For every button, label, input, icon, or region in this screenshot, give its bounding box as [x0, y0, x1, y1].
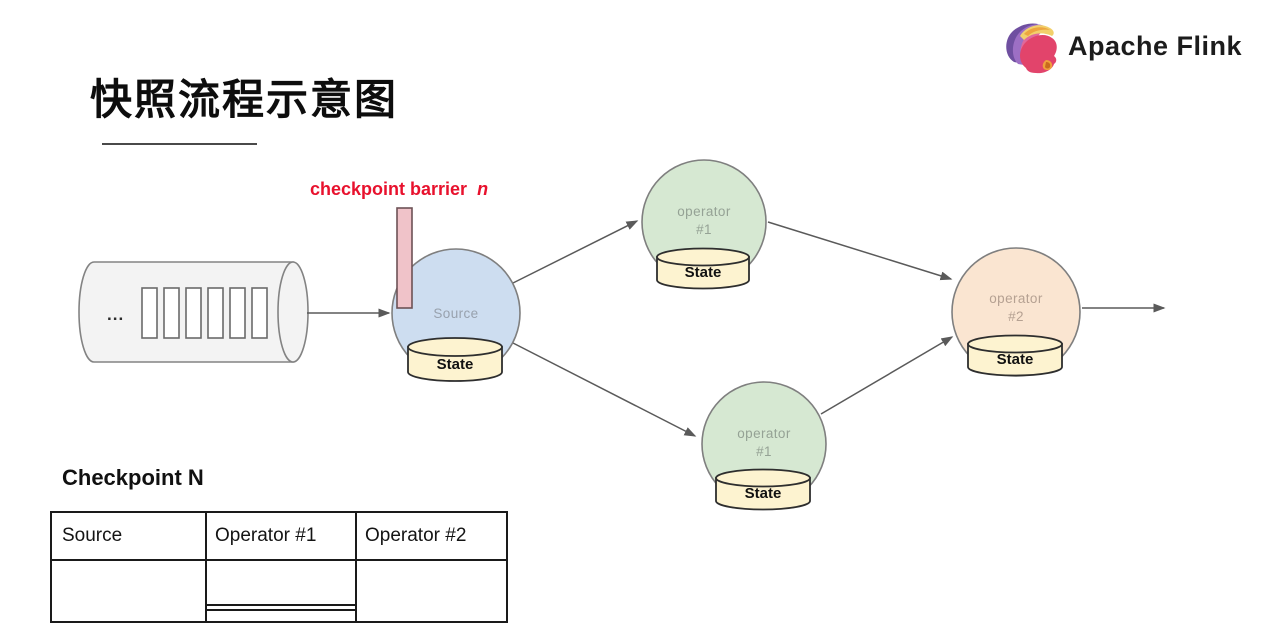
checkpoint-col-operator2: Operator #2	[365, 525, 467, 546]
flink-logo-icon	[1006, 23, 1057, 74]
operator1-top-node: operator #1 State	[641, 159, 767, 290]
operator1-bottom-label-line1: operator	[737, 426, 791, 441]
table-divider-vertical-1	[205, 513, 207, 621]
operator2-node: operator #2 State	[951, 247, 1081, 377]
source-label: Source	[433, 306, 478, 321]
queue-ellipsis: ...	[107, 305, 124, 324]
barrier-label-n: n	[477, 179, 489, 199]
title-underline	[102, 143, 257, 145]
operator1-top-label-line1: operator	[677, 204, 731, 219]
operator1-bottom-state-label: State	[745, 485, 782, 502]
edge-operator1-top-to-operator2	[767, 221, 953, 281]
table-header-divider	[52, 559, 506, 561]
edge-source-to-operator1-top	[512, 220, 639, 284]
operator2-label-line1: operator	[989, 291, 1043, 306]
operator2-state-label: State	[997, 351, 1034, 368]
table-divider-vertical-2	[355, 513, 357, 621]
queue-record-slots	[141, 287, 268, 339]
checkpoint-barrier-bar	[396, 207, 413, 309]
brand-name: Apache Flink	[1068, 30, 1243, 61]
source-state: State	[407, 337, 503, 382]
checkpoint-heading: Checkpoint N	[62, 465, 204, 490]
barrier-label-text: checkpoint barrier	[310, 179, 468, 199]
checkpoint-col-operator1: Operator #1	[215, 525, 317, 546]
input-stream-queue: ...	[78, 261, 309, 363]
checkpoint-table: Source Operator #1 Operator #2	[50, 511, 508, 623]
operator1-bottom-label-line2: #1	[756, 444, 772, 459]
operator1-bottom-node: operator #1 State	[701, 381, 827, 511]
operator2-label-line2: #2	[1008, 309, 1024, 324]
operator1-top-state-label: State	[685, 264, 722, 281]
table-midcolumn-divider-1	[205, 604, 357, 606]
page-title: 快照流程示意图	[90, 76, 399, 123]
edge-operator1-bottom-to-operator2	[820, 336, 954, 415]
checkpoint-barrier-label: checkpoint barrier n	[310, 179, 488, 200]
table-midcolumn-divider-2	[205, 609, 357, 611]
checkpoint-col-source: Source	[62, 525, 123, 546]
brand: Apache Flink	[1000, 14, 1242, 78]
connectors	[307, 220, 1166, 437]
source-state-label: State	[437, 356, 474, 373]
operator1-top-label-line2: #1	[696, 222, 712, 237]
edge-source-to-operator1-bottom	[512, 342, 697, 437]
